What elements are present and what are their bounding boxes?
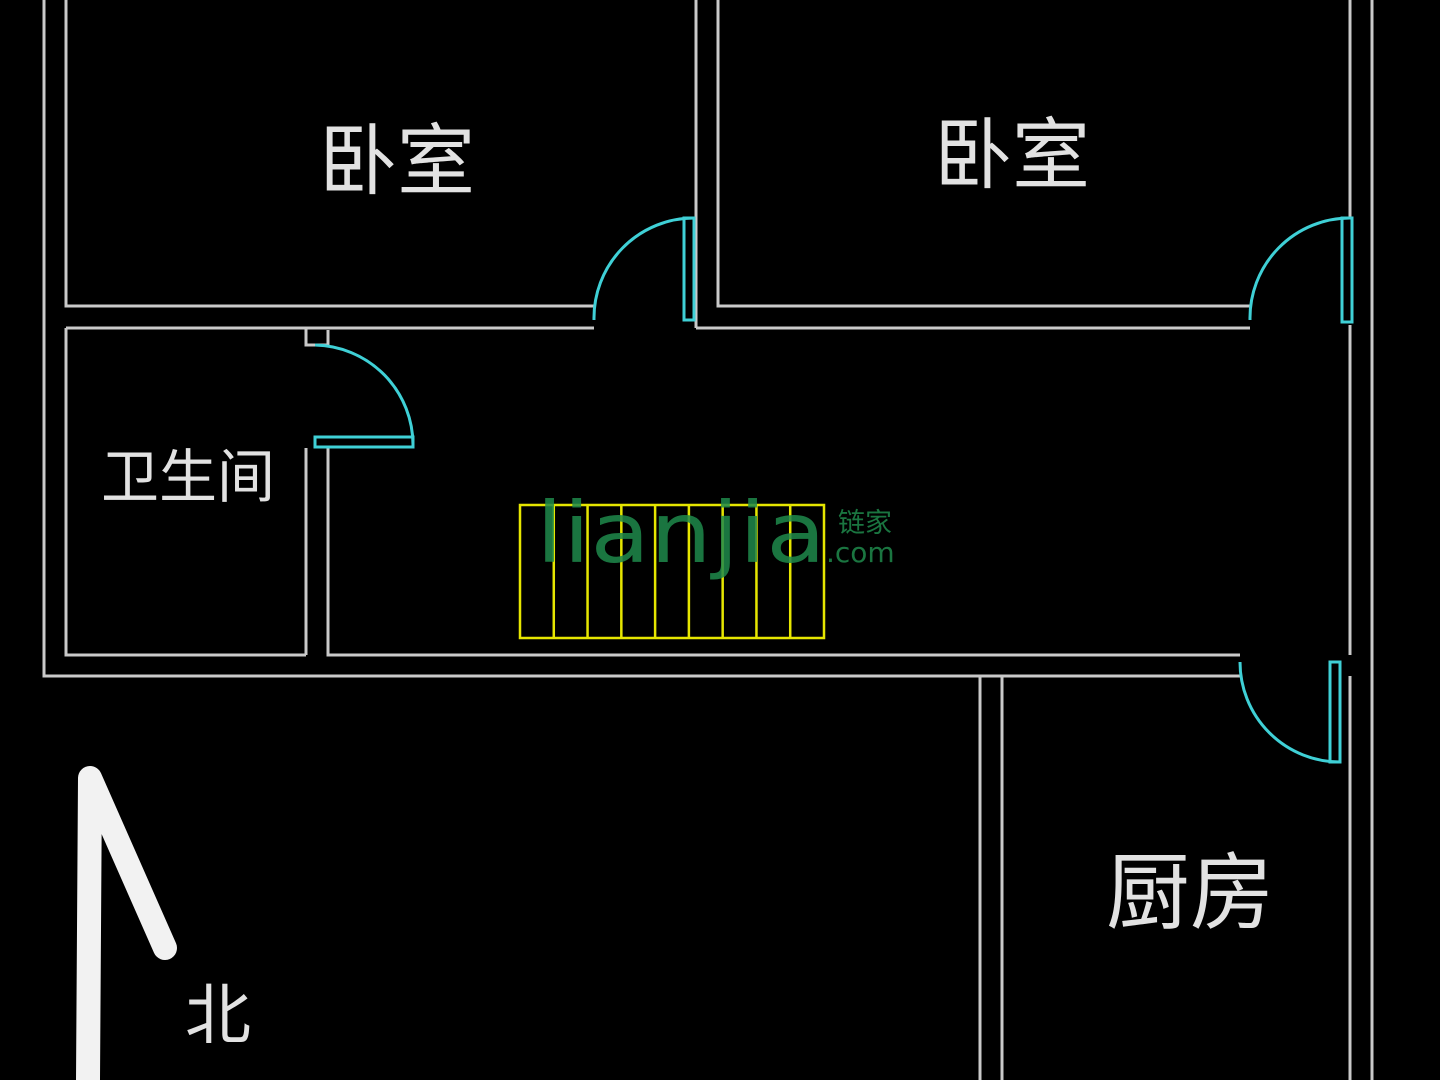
room-label-bedroom-right: 卧室 bbox=[934, 111, 1090, 201]
stairs bbox=[518, 503, 826, 640]
room-label-bedroom-left: 卧室 bbox=[319, 117, 475, 207]
door-bedroom-left bbox=[592, 216, 696, 322]
walls bbox=[42, 0, 1374, 1080]
room-label-kitchen: 厨房 bbox=[1106, 844, 1274, 942]
door-bathroom bbox=[313, 343, 415, 449]
watermark: lianjia 链家 .com bbox=[536, 484, 895, 582]
door-bedroom-right bbox=[1248, 216, 1354, 324]
watermark-domain: .com bbox=[826, 536, 895, 569]
watermark-brand-latin: lianjia bbox=[536, 484, 826, 582]
room-label-bathroom: 卫生间 bbox=[101, 443, 275, 511]
north-label: 北 bbox=[185, 977, 251, 1054]
north-arrow-icon bbox=[76, 766, 177, 1080]
doors bbox=[313, 216, 1354, 764]
door-kitchen bbox=[1238, 660, 1342, 764]
watermark-brand-cn: 链家 bbox=[838, 508, 892, 539]
